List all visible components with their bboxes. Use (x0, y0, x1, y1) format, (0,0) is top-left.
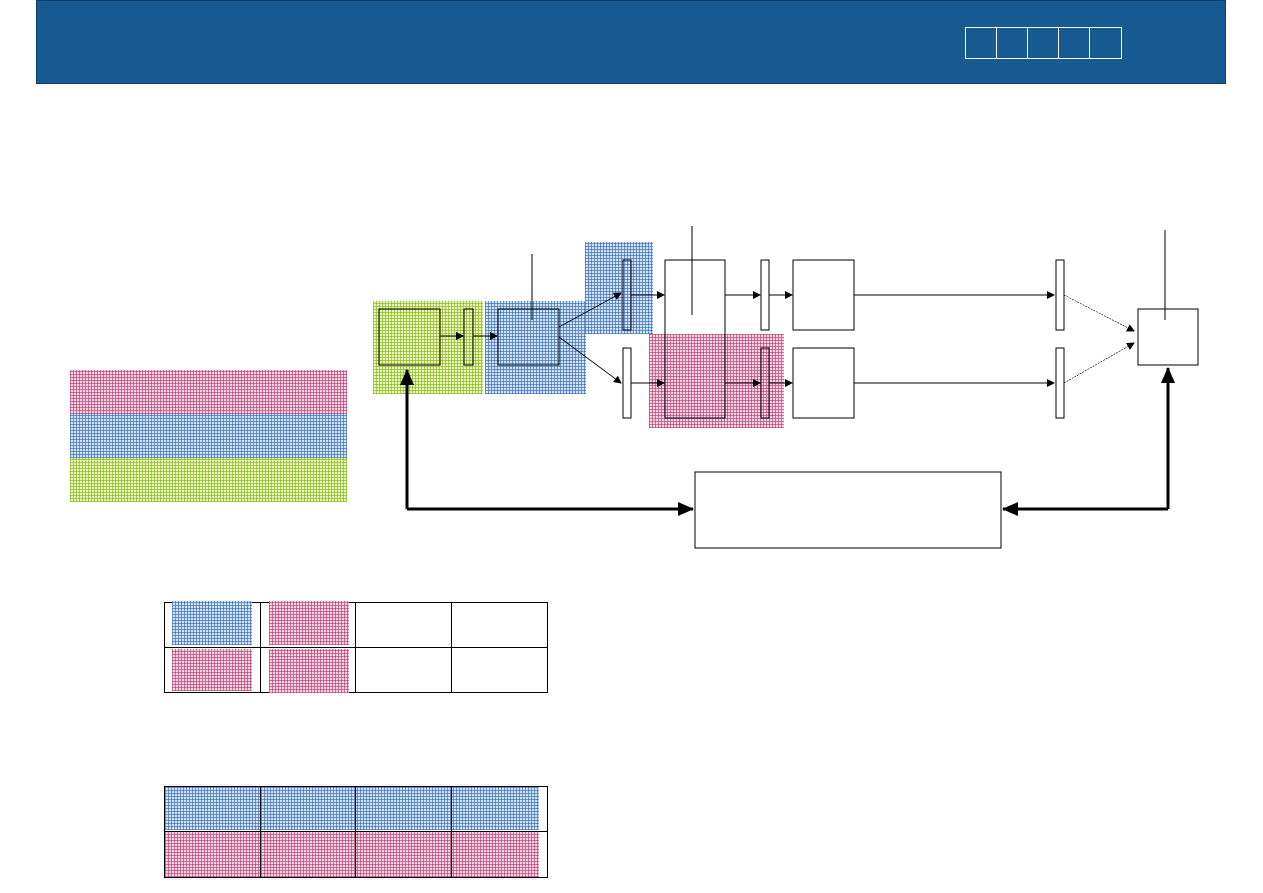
table-top-cell-1-2 (269, 601, 349, 645)
legend-band-blue (70, 414, 347, 458)
table-top-cell-2-2 (269, 649, 349, 693)
middle-block (664, 259, 726, 419)
nav-box-1[interactable] (966, 28, 997, 58)
region-green-input (373, 301, 483, 394)
controller-block (694, 471, 1002, 549)
upper-block (792, 259, 855, 331)
input-block (378, 308, 441, 366)
table-top (164, 601, 548, 693)
table-bottom-col-divider (260, 787, 261, 877)
table-top-col-divider (355, 603, 356, 692)
mid-lower-bar (760, 347, 770, 419)
table-bottom-col-divider (355, 787, 356, 877)
lower-block (792, 347, 855, 419)
input-bar (463, 308, 474, 366)
table-top-row-divider (165, 647, 547, 648)
table-bottom-col-divider (451, 787, 452, 877)
header-bar (36, 0, 1226, 84)
table-top-col-divider (260, 603, 261, 692)
nav-box-4[interactable] (1059, 28, 1090, 58)
table-top-cell-2-1 (172, 649, 252, 691)
right-lower-bar (1055, 347, 1065, 419)
nav-box-3[interactable] (1028, 28, 1059, 58)
mid-upper-bar (760, 259, 770, 331)
nav-box-2[interactable] (997, 28, 1028, 58)
table-top-cell-1-1 (172, 601, 252, 645)
table-top-col-divider (451, 603, 452, 692)
output-block (1137, 308, 1199, 366)
legend-band-green (70, 458, 347, 502)
legend-band-pink (70, 370, 347, 414)
region-blue-split (485, 301, 586, 394)
table-bottom-row-divider (165, 831, 547, 832)
nav-box-group (965, 27, 1122, 59)
right-upper-bar (1055, 259, 1065, 331)
upper-bar (622, 259, 632, 331)
lower-bar (622, 347, 632, 419)
region-blue-upper (585, 242, 653, 334)
split-block (497, 308, 560, 366)
table-bottom-row-blue (165, 787, 539, 830)
table-bottom (164, 786, 548, 878)
table-bottom-row-pink (165, 832, 539, 877)
